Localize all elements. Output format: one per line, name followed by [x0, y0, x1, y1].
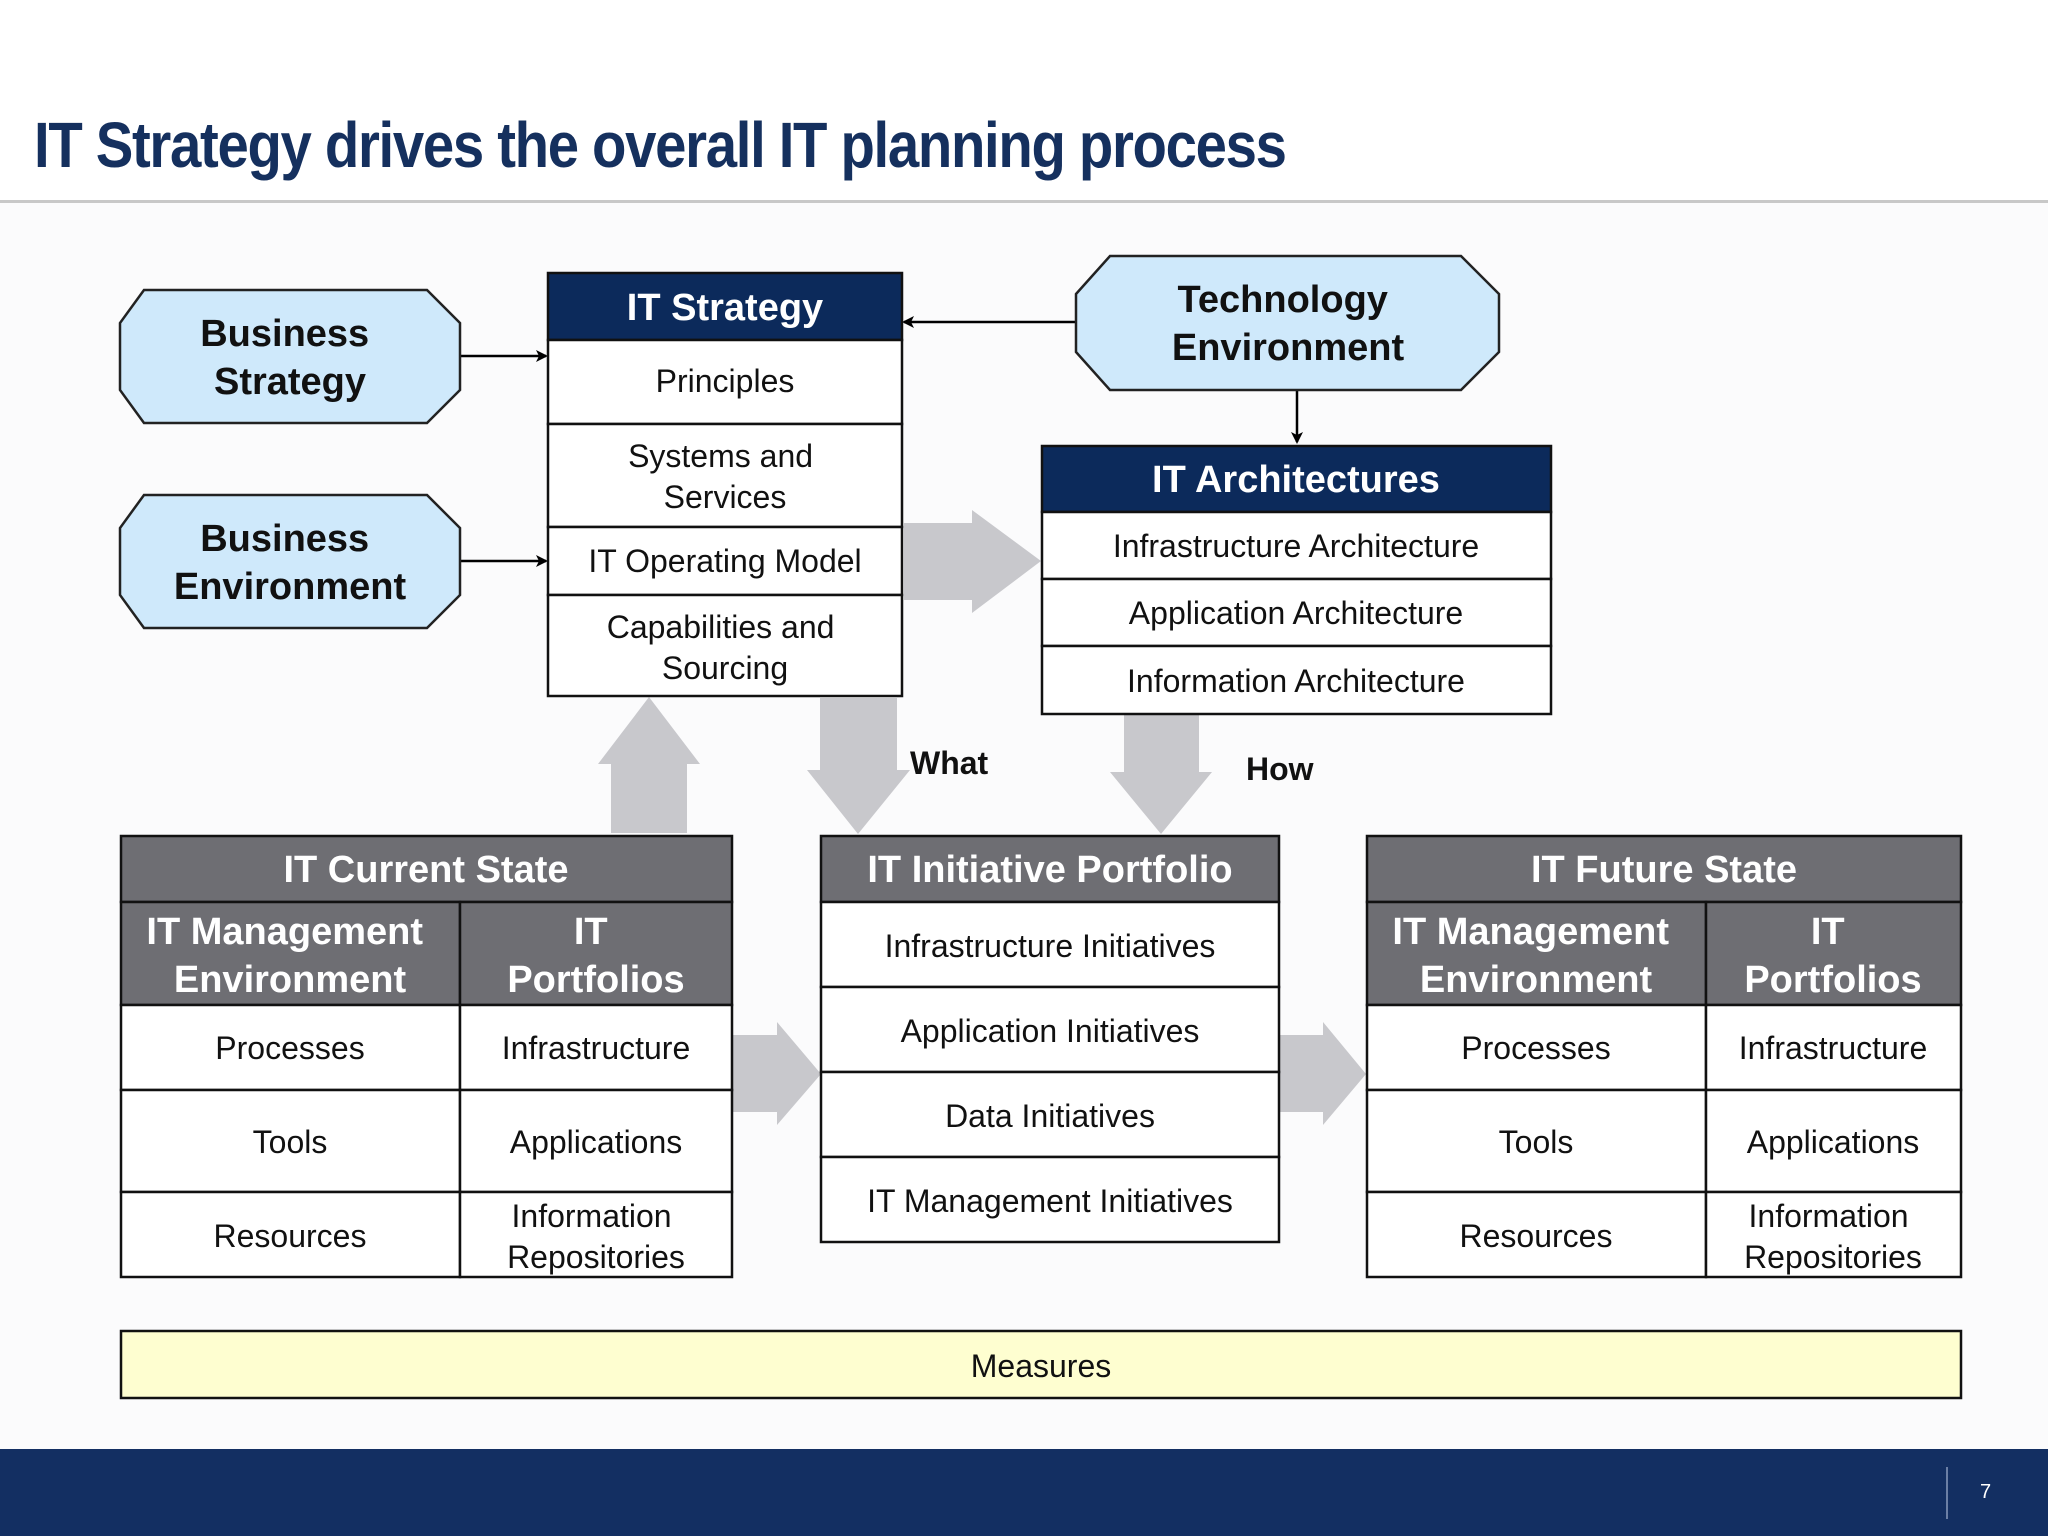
- svg-text:IT Management Environmen: IT Management Environment: [146, 911, 433, 1001]
- future-col1-cell: Resources: [1460, 1218, 1613, 1254]
- future-col1-header-2: Environment: [1420, 959, 1653, 1001]
- svg-text:IT Management Environmen: IT Management Environment: [1392, 911, 1679, 1001]
- business-strategy-line2: Strategy: [214, 361, 366, 403]
- future-col1-cell: Processes: [1461, 1030, 1610, 1066]
- it-current-state-table: IT Current State IT Management Environme…: [119, 834, 734, 1279]
- future-col2-header-2: Portfolios: [1744, 959, 1921, 1001]
- future-col1-cell: Tools: [1499, 1124, 1574, 1160]
- business-environment-node: Business Environment: [118, 493, 462, 630]
- svg-text:Information Repositories: Information Repositories: [507, 1198, 685, 1275]
- current-col1-header-2: Environment: [174, 959, 407, 1001]
- svg-text:IT Portfolios: IT Portfolios: [507, 911, 684, 1001]
- measures-bar: Measures: [119, 1329, 1963, 1400]
- business-environment-line1: Business: [200, 518, 369, 560]
- svg-text:Business Strategy: Business Strategy: [200, 313, 380, 403]
- current-info-repo-2: Repositories: [507, 1239, 685, 1275]
- svg-text:Technology Environment: Technology Environment: [1172, 279, 1405, 369]
- arrow-strategy-to-portfolio: [807, 698, 910, 834]
- what-label: What: [910, 745, 989, 781]
- portfolio-row: Infrastructure Initiatives: [885, 928, 1216, 964]
- it-architectures-row: Infrastructure Architecture: [1113, 528, 1479, 564]
- current-state-header: IT Current State: [283, 849, 568, 891]
- it-strategy-header: IT Strategy: [627, 287, 823, 329]
- arrow-portfolio-to-future: [1280, 1022, 1366, 1125]
- technology-environment-node: Technology Environment: [1074, 254, 1501, 392]
- svg-text:Business Environment: Business Environment: [174, 518, 407, 608]
- current-col2-header-2: Portfolios: [507, 959, 684, 1001]
- svg-text:Capabilities and Sourcin: Capabilities and Sourcing: [607, 609, 844, 686]
- it-strategy-row-systems-2: Services: [664, 479, 787, 515]
- it-architectures-header: IT Architectures: [1152, 459, 1440, 501]
- measures-label: Measures: [971, 1348, 1112, 1384]
- arrow-current-to-strategy: [598, 697, 700, 833]
- svg-text:Systems and Services: Systems and Services: [628, 438, 822, 515]
- current-col2-cell: Infrastructure: [502, 1030, 691, 1066]
- it-strategy-box: IT Strategy Principles Systems and Servi…: [546, 271, 904, 698]
- arrow-strategy-to-architectures: [904, 510, 1041, 613]
- future-col1-header-1: IT Management: [1392, 911, 1669, 953]
- how-label: How: [1246, 751, 1314, 787]
- arrow-architectures-to-portfolio: [1110, 714, 1212, 834]
- business-strategy-line1: Business: [200, 313, 369, 355]
- technology-environment-line2: Environment: [1172, 327, 1405, 369]
- it-strategy-row: Principles: [656, 363, 795, 399]
- footer-bar: 7: [0, 1449, 2048, 1536]
- current-col1-cell: Processes: [215, 1030, 364, 1066]
- it-architectures-box: IT Architectures Infrastructure Architec…: [1040, 444, 1553, 716]
- svg-text:Information Repositories: Information Repositories: [1744, 1198, 1922, 1275]
- portfolio-header: IT Initiative Portfolio: [867, 849, 1232, 891]
- it-architectures-row: Information Architecture: [1127, 663, 1465, 699]
- future-col2-header-1: IT: [1811, 911, 1845, 953]
- page-number: 7: [1980, 1481, 1992, 1503]
- current-col2-header-1: IT: [574, 911, 608, 953]
- technology-environment-line1: Technology: [1178, 279, 1388, 321]
- current-col1-header-1: IT Management: [146, 911, 423, 953]
- svg-text:IT Portfolios: IT Portfolios: [1744, 911, 1921, 1001]
- portfolio-row: Application Initiatives: [901, 1013, 1200, 1049]
- business-strategy-node: Business Strategy: [118, 288, 462, 425]
- current-col1-cell: Resources: [214, 1218, 367, 1254]
- current-col2-cell: Applications: [510, 1124, 683, 1160]
- current-info-repo-1: Information: [512, 1198, 672, 1234]
- footer-divider: [1946, 1467, 1948, 1519]
- slide-title: IT Strategy drives the overall IT planni…: [34, 109, 1287, 181]
- business-environment-line2: Environment: [174, 566, 407, 608]
- it-strategy-row-capabilities-2: Sourcing: [662, 650, 788, 686]
- title-divider: [0, 200, 2048, 203]
- it-strategy-row-capabilities-1: Capabilities and: [607, 609, 835, 645]
- future-col2-cell: Applications: [1747, 1124, 1920, 1160]
- future-info-repo-1: Information: [1749, 1198, 1909, 1234]
- future-col2-cell: Infrastructure: [1739, 1030, 1928, 1066]
- future-info-repo-2: Repositories: [1744, 1239, 1922, 1275]
- it-initiative-portfolio-box: IT Initiative Portfolio Infrastructure I…: [819, 834, 1281, 1244]
- it-architectures-row: Application Architecture: [1129, 595, 1463, 631]
- it-future-state-table: IT Future State IT Management Environmen…: [1365, 834, 1963, 1279]
- portfolio-row: IT Management Initiatives: [867, 1183, 1233, 1219]
- current-col1-cell: Tools: [253, 1124, 328, 1160]
- it-strategy-row: IT Operating Model: [588, 543, 861, 579]
- future-state-header: IT Future State: [1531, 849, 1797, 891]
- portfolio-row: Data Initiatives: [945, 1098, 1155, 1134]
- it-strategy-row-systems-1: Systems and: [628, 438, 813, 474]
- arrow-current-to-portfolio: [733, 1022, 821, 1125]
